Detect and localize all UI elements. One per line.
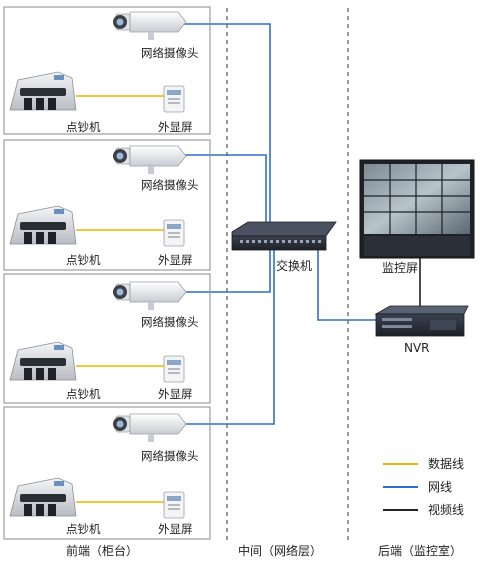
footer-front-label: 前端（柜台） xyxy=(66,543,138,558)
unit-frame xyxy=(3,406,211,540)
camera-label: 网络摄像头 xyxy=(141,315,199,329)
front-unit-4: 网络摄像头 点钞机 外显屏 xyxy=(3,406,211,540)
display-label: 外显屏 xyxy=(158,522,193,536)
display-icon xyxy=(163,219,185,247)
legend-label-network: 网线 xyxy=(428,480,452,494)
monitor-label: 监控屏 xyxy=(382,261,418,275)
legend: 数据线 网线 视频线 xyxy=(383,456,464,517)
display-icon xyxy=(163,355,185,383)
switch-label: 交换机 xyxy=(276,258,312,273)
legend-label-video: 视频线 xyxy=(428,502,464,517)
camera-icon xyxy=(112,11,187,41)
camera-icon xyxy=(112,281,187,311)
display-label: 外显屏 xyxy=(158,120,193,134)
footer-middle-label: 中间（网络层） xyxy=(238,543,322,558)
front-unit-3: 网络摄像头 点钞机 外显屏 xyxy=(3,273,211,404)
unit-frame xyxy=(3,6,211,135)
monitor-icon xyxy=(359,159,475,259)
front-unit-1: 网络摄像头 点钞机 外显屏 xyxy=(3,6,211,135)
camera-icon xyxy=(112,145,187,175)
nvr-icon xyxy=(374,305,469,337)
counter-icon xyxy=(9,477,77,517)
display-label: 外显屏 xyxy=(158,387,193,401)
legend-label-data: 数据线 xyxy=(428,456,464,471)
camera-icon xyxy=(112,413,187,443)
counter-icon xyxy=(9,341,77,381)
display-icon xyxy=(163,491,185,519)
counter-label: 点钞机 xyxy=(66,120,101,134)
switch-icon xyxy=(231,221,337,251)
counter-label: 点钞机 xyxy=(66,522,101,536)
nvr-label: NVR xyxy=(404,341,430,355)
unit-frame xyxy=(3,139,211,271)
footer-back-label: 后端（监控室） xyxy=(378,543,462,558)
network-lines xyxy=(176,23,376,425)
counter-label: 点钞机 xyxy=(66,387,101,401)
counter-icon xyxy=(9,71,77,111)
camera-label: 网络摄像头 xyxy=(141,178,199,192)
counter-icon xyxy=(9,205,77,245)
display-icon xyxy=(163,85,185,113)
counter-label: 点钞机 xyxy=(66,253,101,267)
front-unit-2: 网络摄像头 点钞机 外显屏 xyxy=(3,139,211,271)
monitor-wall: 监控屏 xyxy=(359,159,475,275)
display-label: 外显屏 xyxy=(158,253,193,267)
camera-label: 网络摄像头 xyxy=(141,449,199,463)
nvr-device: NVR xyxy=(374,305,469,355)
camera-label: 网络摄像头 xyxy=(141,46,199,60)
unit-frame xyxy=(3,273,211,404)
switch-device: 交换机 xyxy=(231,221,337,273)
